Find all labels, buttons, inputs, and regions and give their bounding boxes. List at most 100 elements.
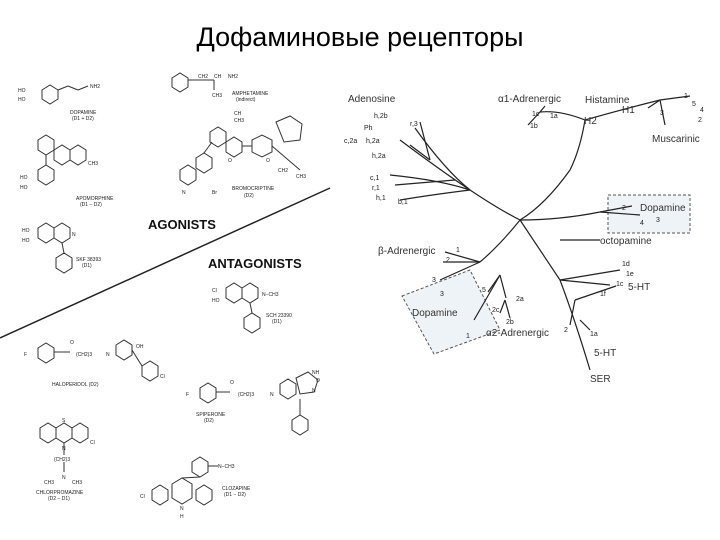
agonist-antagonist-divider <box>0 187 331 339</box>
muscarinic-label: Muscarinic <box>652 134 700 145</box>
skf-structure: HO HO N SKF 38393 (D1) <box>22 222 101 274</box>
svg-text:HO: HO <box>20 185 28 191</box>
subtype-h2a-2: h,2a <box>372 153 386 160</box>
receptor-tree: Adenosine α1-Adrenergic Histamine H1 H2 … <box>344 93 704 385</box>
subtype-h2b: h,2b <box>374 113 388 120</box>
adenosine-label: Adenosine <box>348 94 396 105</box>
svg-text:N−CH3: N−CH3 <box>218 464 235 470</box>
svg-text:O: O <box>70 340 74 346</box>
a2-adrenergic-label: α2-Adrenergic <box>486 328 549 339</box>
svg-text:CH3: CH3 <box>88 161 98 167</box>
ht-1e: 1e <box>626 271 634 278</box>
ht-1c: 1c <box>616 281 624 288</box>
svg-text:CH3: CH3 <box>234 118 244 124</box>
svg-text:H: H <box>180 514 184 520</box>
musc-1: 1 <box>684 93 688 100</box>
subtype-c1: c,1 <box>370 175 379 182</box>
chlorpromazine-sub: (D2 − D1) <box>48 496 70 502</box>
amphetamine-structure: CH2 CH NH2 CH3 AMPHETAMINE (indirect) <box>171 72 269 103</box>
b-adrenergic-label: β-Adrenergic <box>378 246 435 257</box>
subtype-1a-top: 1a <box>550 113 558 120</box>
svg-text:(CH2)3: (CH2)3 <box>76 352 92 358</box>
musc-2: 2 <box>698 117 702 124</box>
svg-text:N: N <box>106 352 110 358</box>
svg-text:OH: OH <box>136 344 144 350</box>
dopamine-top-label: Dopamine <box>640 203 686 214</box>
bromocriptine-label: BROMOCRIPTINE <box>232 186 275 192</box>
sch-structure: Cl HO N−CH3 SCH 23390 (D1) <box>212 282 292 334</box>
subtype-r1: r,1 <box>372 185 380 192</box>
a2-2a: 2a <box>516 296 524 303</box>
svg-text:(CH2)3: (CH2)3 <box>54 457 70 463</box>
chlorpromazine-structure: S N Cl (CH2)3 N CH3 CH3 CHLORPROMAZINE (… <box>36 418 95 502</box>
amphetamine-sub: (indirect) <box>236 97 256 103</box>
subtype-1c: 1c <box>532 111 540 118</box>
svg-text:N: N <box>72 232 76 238</box>
clozapine-sub: (D1 − D2) <box>224 492 246 498</box>
musc-4: 4 <box>700 107 704 114</box>
h1-label: H1 <box>622 105 635 116</box>
svg-text:NH2: NH2 <box>228 74 238 80</box>
a1-adrenergic-label: α1-Adrenergic <box>498 94 561 105</box>
ht-2: 2 <box>564 327 568 334</box>
spiperone-sub: (D2) <box>204 418 214 424</box>
svg-text:Cl: Cl <box>212 288 217 294</box>
octopamine-label: octopamine <box>600 236 652 247</box>
svg-text:O: O <box>266 158 270 164</box>
dop-top-4: 4 <box>640 220 644 227</box>
subtype-ph: Ph <box>364 125 373 132</box>
ht-1a: 1a <box>590 331 598 338</box>
subtype-1b-top: 1b <box>530 123 538 130</box>
svg-text:N: N <box>180 506 184 512</box>
svg-text:(CH2)3: (CH2)3 <box>238 392 254 398</box>
b-adr-2: 2 <box>446 257 450 264</box>
svg-text:CH3: CH3 <box>296 174 306 180</box>
spiperone-structure: F O (CH2)3 N NH N O SPIPERONE (D2) <box>186 370 320 436</box>
svg-text:N−CH3: N−CH3 <box>262 292 279 298</box>
svg-text:CH: CH <box>214 74 222 80</box>
svg-text:N: N <box>312 388 316 394</box>
svg-text:CH3: CH3 <box>72 480 82 486</box>
haloperidol-structure: F O (CH2)3 N OH Cl HALOPERIDOL (D2) <box>24 339 165 388</box>
apomorphine-label: APOMORPHINE <box>76 196 114 202</box>
dopamine-top-highlight <box>607 194 691 234</box>
dopamine-structure: HO HO NH2 DOPAMINE (D1 + D2) <box>18 84 100 122</box>
dop-bottom-1: 1 <box>466 333 470 340</box>
svg-text:S: S <box>62 418 66 424</box>
dop-top-3: 3 <box>656 217 660 224</box>
bromocriptine-sub: (D2) <box>244 193 254 199</box>
svg-text:NH2: NH2 <box>90 84 100 90</box>
sch-sub: (D1) <box>272 319 282 325</box>
ser-label: SER <box>590 374 611 385</box>
musc-5: 5 <box>692 101 696 108</box>
svg-text:O: O <box>316 378 320 384</box>
svg-text:O: O <box>228 158 232 164</box>
svg-text:N: N <box>62 446 66 452</box>
svg-text:HO: HO <box>18 88 26 94</box>
svg-text:F: F <box>24 352 27 358</box>
svg-text:N: N <box>62 475 66 481</box>
5ht-b-label: 5-HT <box>628 282 650 293</box>
agonists-label: AGONISTS <box>148 217 216 232</box>
slide-title: Дофаминовые рецепторы <box>196 22 524 52</box>
ht-1d: 1d <box>622 261 630 268</box>
dopamine-label: DOPAMINE <box>70 110 97 116</box>
amphetamine-label: AMPHETAMINE <box>232 91 269 97</box>
haloperidol-label: HALOPERIDOL (D2) <box>52 382 99 388</box>
svg-text:CH3: CH3 <box>212 93 222 99</box>
dop-top-2: 2 <box>622 205 626 212</box>
dop-bottom-5: 5 <box>482 287 486 294</box>
clozapine-structure: N−CH3 Cl N H CLOZAPINE (D1 − D2) <box>140 456 251 520</box>
svg-text:HO: HO <box>18 97 26 103</box>
dopamine-sub: (D1 + D2) <box>72 116 94 122</box>
clozapine-label: CLOZAPINE <box>222 486 251 492</box>
dopamine-bottom-highlight <box>401 269 501 355</box>
dopamine-bottom-label: Dopamine <box>412 308 458 319</box>
subtype-b1: b,1 <box>398 199 408 206</box>
musc-3: 3 <box>660 110 664 117</box>
subtype-h2a-1: h,2a <box>366 138 380 145</box>
chemistry-panel: HO HO NH2 DOPAMINE (D1 + D2) CH2 CH NH2 … <box>0 72 331 520</box>
svg-text:NH: NH <box>312 370 320 376</box>
svg-text:HO: HO <box>22 238 30 244</box>
